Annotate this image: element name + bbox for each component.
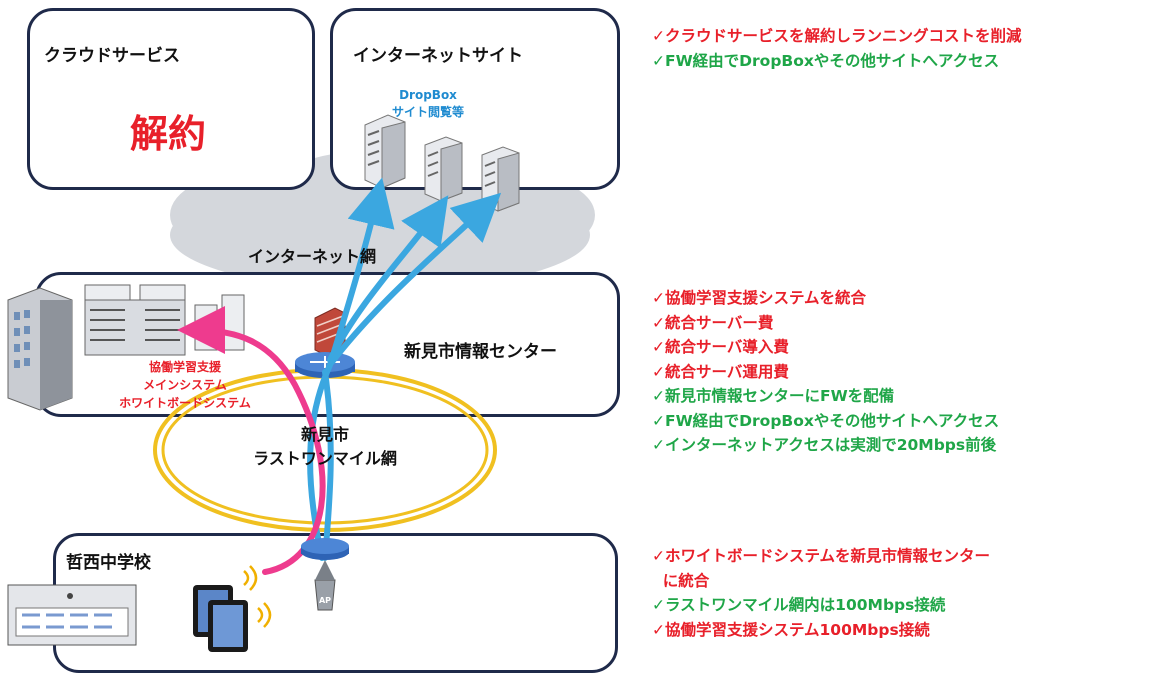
cloud-service-title: クラウドサービス (44, 46, 180, 66)
web-server-icon (364, 114, 406, 189)
note-item: ✓統合サーバー費 (652, 313, 774, 332)
server-rack-icon (84, 284, 186, 356)
collab-system-label: 協働学習支援 メインシステム ホワイトボードシステム (119, 360, 251, 410)
school-title: 哲西中学校 (66, 553, 151, 573)
router-icon (295, 352, 355, 378)
building-icon (7, 287, 73, 411)
dropbox-label: DropBox サイト閲覧等 (391, 88, 464, 119)
whiteboard-icon (7, 584, 137, 646)
web-server-icon (481, 146, 520, 212)
wifi-icon (243, 565, 272, 628)
info-center-title: 新見市情報センター (404, 342, 557, 362)
last-one-mile-label: 新見市 ラストワンマイル網 (253, 425, 397, 468)
tablet-icon (193, 585, 248, 652)
note-item: ✓FW経由でDropBoxやその他サイトへアクセス (652, 51, 1000, 70)
note-item: ✓統合サーバ運用費 (652, 362, 789, 381)
note-item: ✓FW経由でDropBoxやその他サイトへアクセス (652, 411, 1000, 430)
note-item: ✓統合サーバ導入費 (652, 338, 789, 356)
server-icon (194, 294, 245, 351)
note-item: に統合 (652, 571, 710, 590)
web-server-icon (424, 136, 463, 202)
note-item: ✓クラウドサービスを解約しランニングコストを削減 (652, 27, 1022, 45)
router-icon (301, 538, 349, 560)
note-item: ✓協働学習支援システム100Mbps接続 (652, 620, 930, 639)
note-item: ✓インターネットアクセスは実測で20Mbps前後 (652, 436, 997, 454)
note-item: ✓ホワイトボードシステムを新見市情報センター (652, 547, 991, 565)
notes-top: ✓クラウドサービスを解約しランニングコストを削減 ✓FW経由でDropBoxやそ… (652, 24, 1022, 73)
note-item: ✓協働学習支援システムを統合 (652, 289, 867, 307)
internet-access-arrows (307, 177, 502, 561)
ap-label: AP (318, 596, 332, 605)
internet-site-title: インターネットサイト (353, 46, 523, 66)
cloud-service-box: クラウドサービス 解約 (27, 8, 315, 190)
notes-middle: ✓協働学習支援システムを統合 ✓統合サーバー費 ✓統合サーバ導入費 ✓統合サーバ… (652, 286, 999, 458)
note-item: ✓ラストワンマイル網内は100Mbps接続 (652, 596, 946, 614)
internet-network-label: インターネット網 (248, 247, 377, 266)
cancel-label: 解約 (130, 112, 207, 156)
note-item: ✓新見市情報センターにFWを配備 (652, 387, 895, 405)
access-point-icon (314, 560, 336, 611)
notes-bottom: ✓ホワイトボードシステムを新見市情報センター に統合 ✓ラストワンマイル網内は1… (652, 544, 990, 642)
